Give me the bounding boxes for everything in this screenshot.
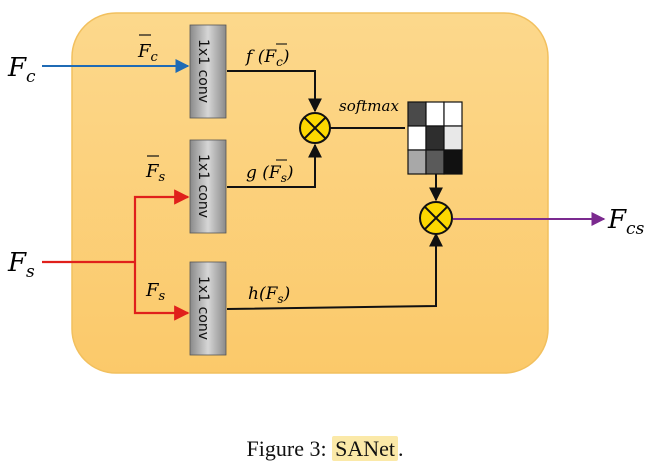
edge-label-g-out: g (Fs) (246, 159, 294, 185)
edge-label-h-out: h(Fs) (248, 284, 290, 306)
conv-label-h: 1x1 conv (195, 276, 211, 340)
svg-text:f (Fc): f (Fc) (244, 47, 290, 69)
multiply-node-1 (299, 112, 331, 144)
label-input-fc: Fc (7, 53, 36, 87)
arrow-h-out (226, 232, 443, 310)
conv-block-h: 1x1 conv (189, 261, 227, 356)
arrow-fs-branches (42, 189, 190, 321)
caption-prefix: Figure 3: (246, 436, 333, 461)
svg-text:Fs: Fs (145, 161, 166, 185)
edge-label-fs-bar: Fs (145, 155, 166, 185)
label-input-fs: Fs (7, 248, 35, 282)
conv-label-f: 1x1 conv (195, 39, 211, 103)
edge-label-f-out: f (Fc) (244, 43, 290, 69)
attention-matrix (407, 101, 463, 175)
figure-caption: Figure 3: SANet. (0, 436, 650, 462)
caption-highlight: SANet (332, 436, 398, 461)
multiply-node-2 (419, 201, 453, 235)
conv-block-f: 1x1 conv (189, 24, 227, 119)
conv-block-g: 1x1 conv (189, 139, 227, 234)
edge-label-fc-bar: Fc (137, 34, 159, 65)
edge-label-fs: Fs (145, 280, 166, 304)
svg-text:g (Fs): g (Fs) (246, 163, 294, 185)
arrow-f-out (227, 70, 322, 113)
label-output-fcs: Fcs (607, 205, 645, 239)
caption-suffix: . (397, 436, 404, 461)
arrow-g-out (227, 143, 322, 188)
softmax-label: softmax (339, 97, 399, 115)
conv-label-g: 1x1 conv (195, 154, 211, 218)
svg-text:Fc: Fc (137, 41, 159, 65)
